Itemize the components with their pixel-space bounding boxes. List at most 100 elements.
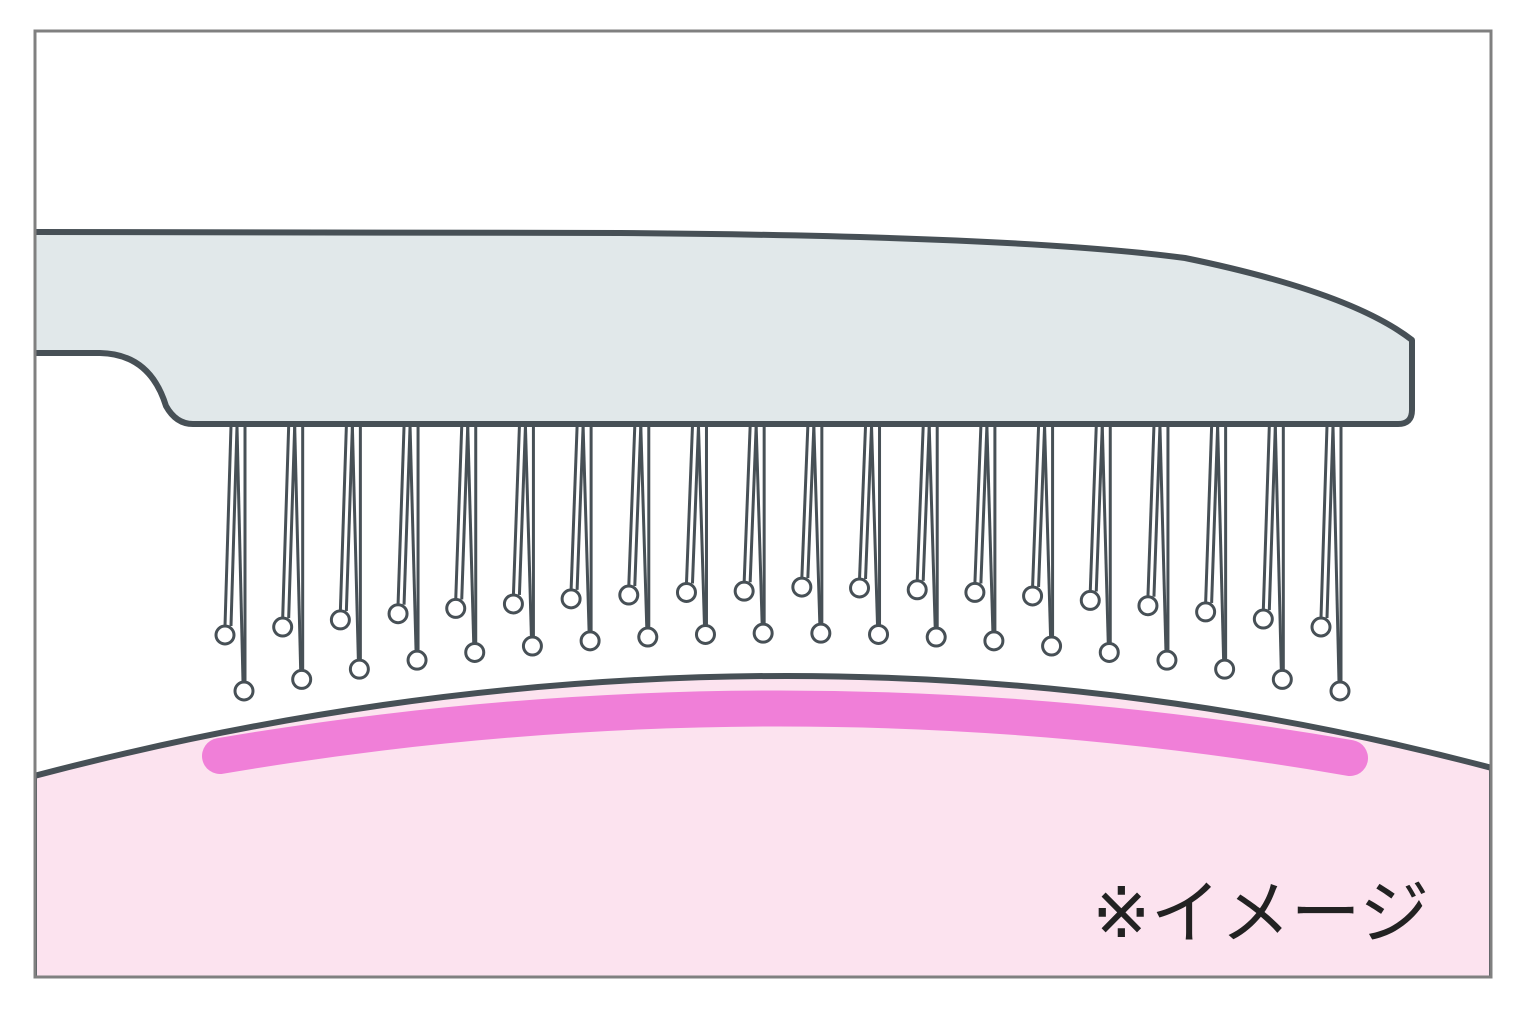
brush-pin-shaft [633, 425, 643, 587]
brush-pins [214, 425, 1351, 702]
brush-pin-tip [560, 588, 582, 610]
brush-pin-tip [675, 581, 697, 603]
brush-pin-shaft [1261, 425, 1271, 611]
brush-pin-shaft [569, 425, 579, 590]
brush-pin [618, 425, 659, 648]
brush-pin-tip [1022, 585, 1044, 607]
brush-pin-shaft [1158, 425, 1168, 652]
brush-pin-shaft [338, 425, 348, 611]
brush-pin-tip [1214, 658, 1236, 680]
brush-pin-shaft [1216, 425, 1226, 661]
brush-pin-shaft [806, 425, 816, 579]
brush-pin-shaft [281, 425, 291, 619]
brush-pin [1137, 425, 1178, 671]
brush-pin [560, 425, 601, 652]
brush-pin [1195, 425, 1236, 680]
brush-pin-tip [694, 623, 716, 645]
brush-pin-tip [406, 649, 428, 671]
brush-pin-shaft [396, 425, 406, 605]
brush-pin-tip [272, 616, 294, 638]
brush-pin-tip [637, 626, 659, 648]
brush-pin-tip [849, 577, 871, 599]
brush-pin-shaft [639, 425, 649, 629]
brush-pin-tip [752, 622, 774, 644]
brush-pin-shaft [454, 425, 464, 600]
brush-pin-shaft [466, 425, 476, 644]
brush-pin-tip [445, 597, 467, 619]
brush-pin [791, 425, 832, 644]
brush-pin-tip [348, 658, 370, 680]
brush-pin-shaft [235, 425, 245, 683]
brush-pin-tip [618, 584, 640, 606]
brush-pin [849, 425, 890, 645]
brush-pin-tip [214, 624, 236, 646]
brush-pin [675, 425, 716, 645]
brush-pin-tip [1041, 635, 1063, 657]
brush-pin [1022, 425, 1063, 657]
brush-pin [1079, 425, 1120, 663]
brush-pin-shaft [523, 425, 533, 638]
brush-pin-tip [983, 630, 1005, 652]
brush-pin-shaft [1267, 425, 1277, 611]
brush-pin-shaft [287, 425, 297, 619]
brush-pin [964, 425, 1005, 652]
brush-pin-shaft [408, 425, 418, 652]
brush-pin-shaft [344, 425, 354, 611]
brush-pin-tip [1271, 668, 1293, 690]
brush-pin-shaft [1088, 425, 1098, 592]
brush-pin-shaft [1094, 425, 1104, 592]
brush-pin-tip [906, 579, 928, 601]
brush-pin-shaft [800, 425, 810, 579]
brush-pin-tip [1252, 608, 1274, 630]
brush-pin-tip [291, 668, 313, 690]
brush-pin-shaft [985, 425, 995, 632]
brush-pin-shaft [1204, 425, 1214, 603]
brush-pin-shaft [1331, 425, 1341, 683]
brush-pin [445, 425, 486, 663]
frame [33, 29, 1493, 979]
brush-pin-tip [964, 581, 986, 603]
brush-pin-shaft [1043, 425, 1053, 638]
brush-pin-tip [1310, 616, 1332, 638]
brush-pin-shaft [511, 425, 521, 596]
brush-pin-shaft [1146, 425, 1156, 597]
brush-pin-shaft [581, 425, 591, 632]
brush-pin-tip [868, 623, 890, 645]
brush-pin-tip [1098, 641, 1120, 663]
brush-pin-shaft [575, 425, 585, 590]
brush-pin-tip [464, 641, 486, 663]
brush-pin [329, 425, 370, 680]
scalp-icon [36, 672, 1490, 976]
brush-pin-shaft [858, 425, 868, 580]
brush-pin-shaft [1152, 425, 1162, 597]
brush-pin-shaft [812, 425, 822, 625]
brush-pin-shaft [229, 425, 239, 627]
brush-pin [214, 425, 255, 702]
brush-pin-shaft [927, 425, 937, 629]
brush-pin-shaft [921, 425, 931, 581]
brush-pin-tip [1079, 589, 1101, 611]
brush-pin-shaft [517, 425, 527, 596]
caption-text: ※イメージ [1092, 872, 1430, 954]
brush-pin-tip [1329, 680, 1351, 702]
brush-pin-tip [579, 630, 601, 652]
brush-pin-tip [925, 626, 947, 648]
brush-pin-shaft [870, 425, 880, 626]
brush-pin-shaft [864, 425, 874, 580]
scalp-highlight [202, 690, 1368, 776]
brush-pin-shaft [748, 425, 758, 583]
brush-pin-tip [329, 609, 351, 631]
brush-pin-shaft [1325, 425, 1335, 619]
brush-pin-shaft [742, 425, 752, 583]
brush-pin-tip [521, 635, 543, 657]
brush-pin-shaft [627, 425, 637, 587]
brush-pin-tip [502, 593, 524, 615]
brush-pin-tip [1137, 595, 1159, 617]
brush-pin-shaft [460, 425, 470, 600]
brush-pin [502, 425, 543, 657]
brush-pin-tip [1195, 601, 1217, 623]
brush-pin [1252, 425, 1293, 690]
brush-pin-shaft [1100, 425, 1110, 644]
brush-pin-shaft [1031, 425, 1041, 588]
